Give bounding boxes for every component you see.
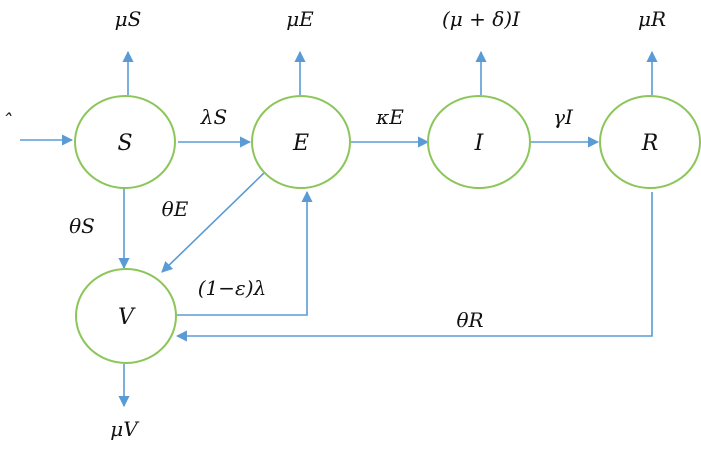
node-r-label: R — [641, 131, 659, 156]
label-mu-s: μS — [115, 7, 142, 31]
arrow-v-to-e — [176, 190, 313, 316]
node-s-label: S — [117, 131, 132, 156]
node-e: E — [251, 95, 351, 189]
label-mu-e: μE — [286, 7, 314, 31]
node-i-label: I — [474, 131, 485, 156]
label-mu-delta-i: (μ + δ)I — [442, 7, 521, 31]
label-lambda-s: λS — [200, 105, 227, 129]
label-kappa-e: κE — [375, 105, 404, 129]
label-one-minus-eps-lambda: (1−ε)λ — [198, 276, 267, 300]
label-mu-v: μV — [110, 417, 140, 441]
label-mu-r: μR — [638, 7, 666, 31]
label-theta-r: θR — [456, 308, 483, 332]
node-v-label: V — [118, 305, 136, 330]
label-gamma-i: γI — [553, 105, 574, 129]
label-theta-e: θE — [162, 197, 189, 221]
node-r: R — [599, 95, 701, 189]
node-s: S — [74, 95, 176, 189]
node-i: I — [427, 95, 531, 189]
arrow-e-to-v — [161, 171, 266, 273]
label-theta-s: θS — [69, 214, 95, 238]
inflow-label: ˆ — [2, 109, 12, 133]
arrow-r-to-v — [175, 192, 653, 342]
node-e-label: E — [292, 131, 309, 156]
node-v: V — [75, 268, 177, 364]
